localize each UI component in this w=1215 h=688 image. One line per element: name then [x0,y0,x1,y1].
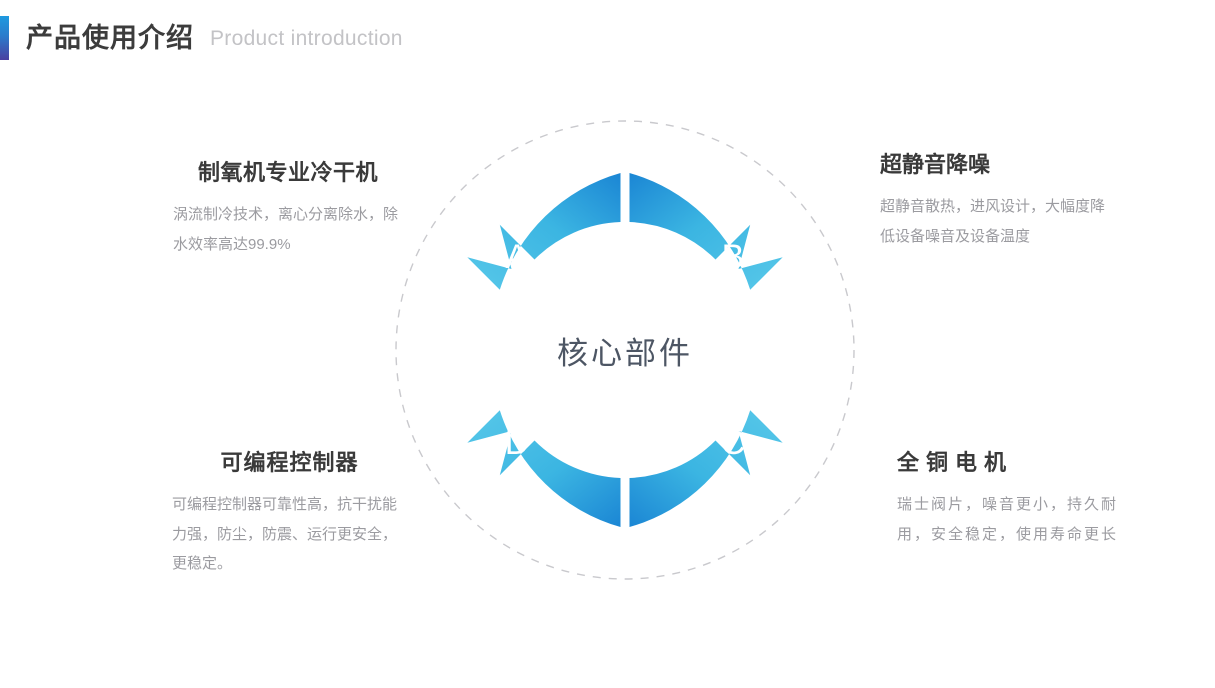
page-title: 产品使用介绍 [26,22,194,53]
ring-letter-b: B [722,238,745,276]
feature-d-body: 可编程控制器可靠性高，抗干扰能力强，防尘，防震、运行更安全，更稳定。 [172,496,398,572]
feature-c-heading: 全铜电机 [897,450,1014,475]
feature-block-c: 全铜电机 瑞士阀片，噪音更小，持久耐用，安全稳定，使用寿命更长 [897,450,1132,549]
dashed-guide-circle [395,120,855,580]
header-accent-bar [0,16,9,60]
ring-letter-a: A [506,238,529,276]
feature-a-body: 涡流制冷技术，离心分离除水，除水效率高达99.9% [173,206,399,253]
feature-block-b: 超静音降噪 超静音散热，进风设计，大幅度降低设备噪音及设备温度 [880,152,1110,251]
ring-letter-c: C [721,424,746,462]
ring-segment-c[interactable] [629,410,783,527]
feature-d-heading: 可编程控制器 [220,450,359,475]
feature-block-a: 制氧机专业冷干机 涡流制冷技术，离心分离除水，除水效率高达99.9% [173,160,403,259]
feature-b-heading: 超静音降噪 [880,152,991,177]
ring-letter-d: D [505,424,530,462]
ring-segment-a[interactable] [467,173,621,290]
ring-segment-b[interactable] [629,173,783,290]
ring-segment-d[interactable] [467,410,621,527]
feature-a-heading: 制氧机专业冷干机 [197,160,378,185]
feature-b-body: 超静音散热，进风设计，大幅度降低设备噪音及设备温度 [880,198,1106,245]
core-components-diagram: A B C D 核心部件 [395,120,855,580]
page-subtitle: Product introduction [210,26,403,50]
feature-c-body: 瑞士阀片，噪音更小，持久耐用，安全稳定，使用寿命更长 [897,496,1119,543]
feature-block-d: 可编程控制器 可编程控制器可靠性高，抗干扰能力强，防尘，防震、运行更安全，更稳定… [172,450,407,578]
page-header: 产品使用介绍 Product introduction [0,16,403,60]
